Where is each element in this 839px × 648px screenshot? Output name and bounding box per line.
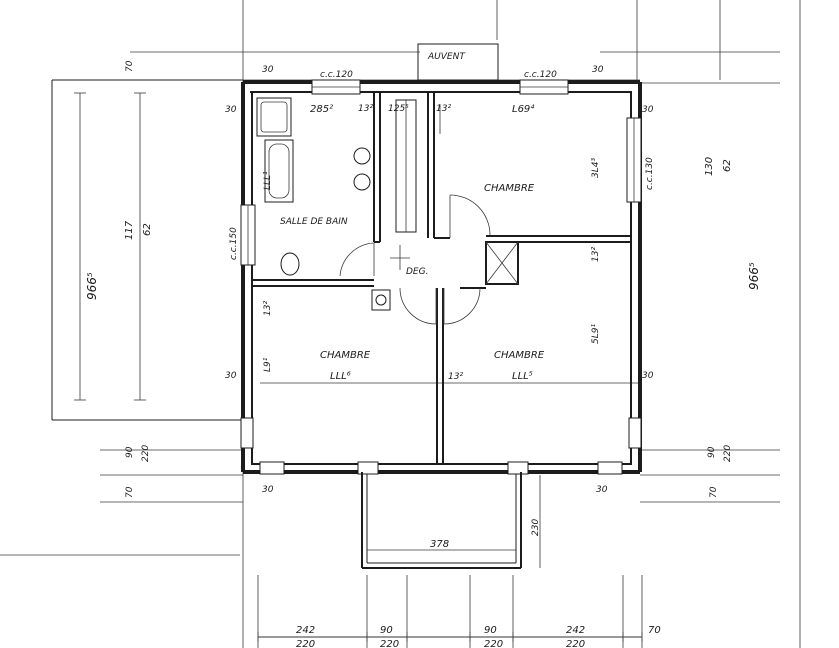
- dim-bay-width: 378: [430, 539, 449, 550]
- dim-wall-30-br: 30: [596, 485, 608, 495]
- window-label-top-left: c.c.120: [320, 70, 353, 80]
- bottom-dim-top-2: 90: [380, 625, 393, 636]
- dim-sw-width: LLL⁶: [330, 371, 351, 382]
- dim-wall-30-tr: 30: [642, 105, 654, 115]
- bottom-dim-top-1: 242: [296, 625, 315, 636]
- dim-wall-13-d: 13²: [448, 372, 463, 382]
- dim-sw-wall: 13²: [263, 301, 273, 316]
- bottom-dimension-chain: 242 90 90 242 70 220 220 220 220: [257, 625, 661, 648]
- dim-side-90-right: 90: [707, 446, 717, 458]
- dim-side-90-left: 90: [125, 446, 135, 458]
- bay-balcony: [361, 472, 541, 569]
- dim-bath-height: LLL¹: [263, 171, 273, 190]
- dim-wall-30-top: 30: [262, 65, 274, 75]
- window-label-top-right: c.c.120: [524, 70, 557, 80]
- extension-lines: [0, 0, 801, 648]
- bottom-dim-top-5: 70: [648, 625, 661, 636]
- outer-dimensions: 966⁵ 966⁵ 117 62 130 62 70 70 70 90 220 …: [85, 60, 761, 498]
- dim-wall-30-ml: 30: [225, 371, 237, 381]
- bottom-dim-bottom-1: 220: [296, 639, 315, 648]
- room-label-deg: DEG.: [406, 267, 428, 277]
- interior-walls: [252, 92, 631, 464]
- bottom-dim-bottom-2: 220: [380, 639, 399, 648]
- dim-se-height: 5L9¹: [591, 324, 601, 344]
- bottom-dim-bottom-3: 220: [484, 639, 503, 648]
- bottom-dim-top-4: 242: [566, 625, 585, 636]
- auvent-canopy: AUVENT: [417, 43, 499, 81]
- window-label-left: c.c.150: [229, 227, 239, 260]
- dim-bottom-70-left: 70: [125, 486, 135, 498]
- room-label-bath: SALLE DE BAIN: [280, 217, 348, 227]
- room-label-bedroom-se: CHAMBRE: [494, 350, 545, 361]
- dim-wall-30-top2: 30: [592, 65, 604, 75]
- interior-dimensions: 285² 13² 125⁵ 13² L69⁴ 3L4³ LLL¹ 13² 5L9…: [263, 103, 601, 550]
- dim-right-62: 62: [722, 159, 733, 172]
- dim-left-117: 117: [124, 220, 135, 240]
- dim-wall-13-b: 13²: [436, 104, 451, 114]
- dim-side-220-right: 220: [723, 445, 733, 462]
- dim-left-total: 966⁵: [85, 272, 99, 300]
- dim-corridor-width: 125⁵: [388, 104, 409, 114]
- dim-wall-13-a: 13²: [358, 104, 373, 114]
- dim-wall-30-tl: 30: [225, 105, 237, 115]
- bottom-dim-bottom-4: 220: [566, 639, 585, 648]
- dim-left-62: 62: [142, 223, 153, 236]
- dim-wall-13-c: 13²: [591, 247, 601, 262]
- dim-sw-height: L9¹: [263, 357, 273, 372]
- dim-top-70: 70: [125, 60, 135, 72]
- dim-side-220-left: 220: [141, 445, 151, 462]
- windows: c.c.120 c.c.120 c.c.150 c.c.130: [229, 70, 655, 475]
- window-label-right: c.c.130: [645, 157, 655, 190]
- dim-wall-30-mr: 30: [642, 371, 654, 381]
- dim-bottom-70-right: 70: [709, 486, 719, 498]
- bathroom-fixtures: [256, 97, 441, 311]
- auvent-label: AUVENT: [427, 52, 466, 62]
- dim-right-130: 130: [704, 157, 715, 176]
- dim-se-width: LLL⁵: [512, 371, 533, 382]
- room-label-bedroom-ne: CHAMBRE: [484, 183, 535, 194]
- bottom-dim-top-3: 90: [484, 625, 497, 636]
- dim-ne-width: L69⁴: [512, 103, 534, 115]
- carport-outline: [51, 79, 243, 421]
- room-label-bedroom-sw: CHAMBRE: [320, 350, 371, 361]
- door-swings: [339, 194, 491, 325]
- dim-bath-width: 285²: [310, 104, 333, 115]
- dim-ne-height: 3L4³: [591, 158, 601, 178]
- dim-right-total: 966⁵: [747, 262, 761, 290]
- room-labels: SALLE DE BAIN DEG. CHAMBRE CHAMBRE CHAMB…: [280, 183, 545, 361]
- dim-bay-depth: 230: [531, 519, 541, 536]
- dim-wall-30-bl: 30: [262, 485, 274, 495]
- exterior-walls: [241, 80, 642, 474]
